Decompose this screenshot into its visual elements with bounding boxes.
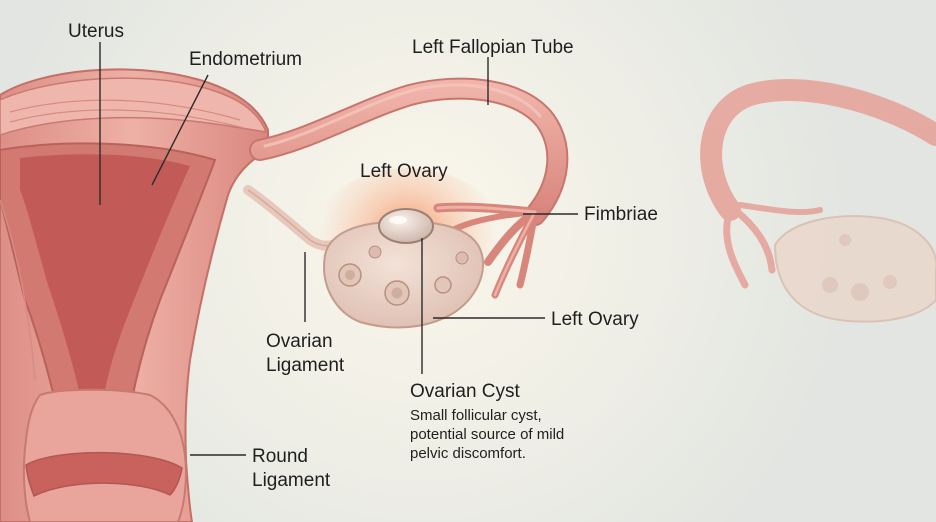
label-uterus: Uterus [68,21,124,42]
uterus-body [0,68,269,522]
label-ovarian-ligament-2: Ligament [266,355,345,376]
label-endometrium: Endometrium [189,49,302,70]
leader-lines [99,42,578,456]
label-left-ovary-right: Left Ovary [551,309,639,330]
label-fimbriae: Fimbriae [584,204,658,225]
label-round-ligament-1: Round [252,446,308,467]
background-organ-blurred [700,79,936,323]
leader-endometrium [151,74,209,186]
left-ovary [323,220,485,329]
label-ovarian-cyst: Ovarian Cyst [410,381,520,402]
cyst-description-line: Small follicular cyst, [410,407,542,424]
cyst-description-line: potential source of mild [410,426,565,443]
label-round-ligament-2: Ligament [252,470,331,491]
label-left-fallopian-tube: Left Fallopian Tube [412,37,574,58]
label-left-ovary-top: Left Ovary [360,161,448,182]
cyst-description-line: pelvic discomfort. [410,445,526,462]
label-ovarian-ligament-1: Ovarian [266,331,333,352]
fimbriae [433,202,540,299]
ovarian-cyst [378,208,434,244]
fallopian-tube [249,77,569,226]
cyst-description: Small follicular cyst, potential source … [410,406,564,463]
